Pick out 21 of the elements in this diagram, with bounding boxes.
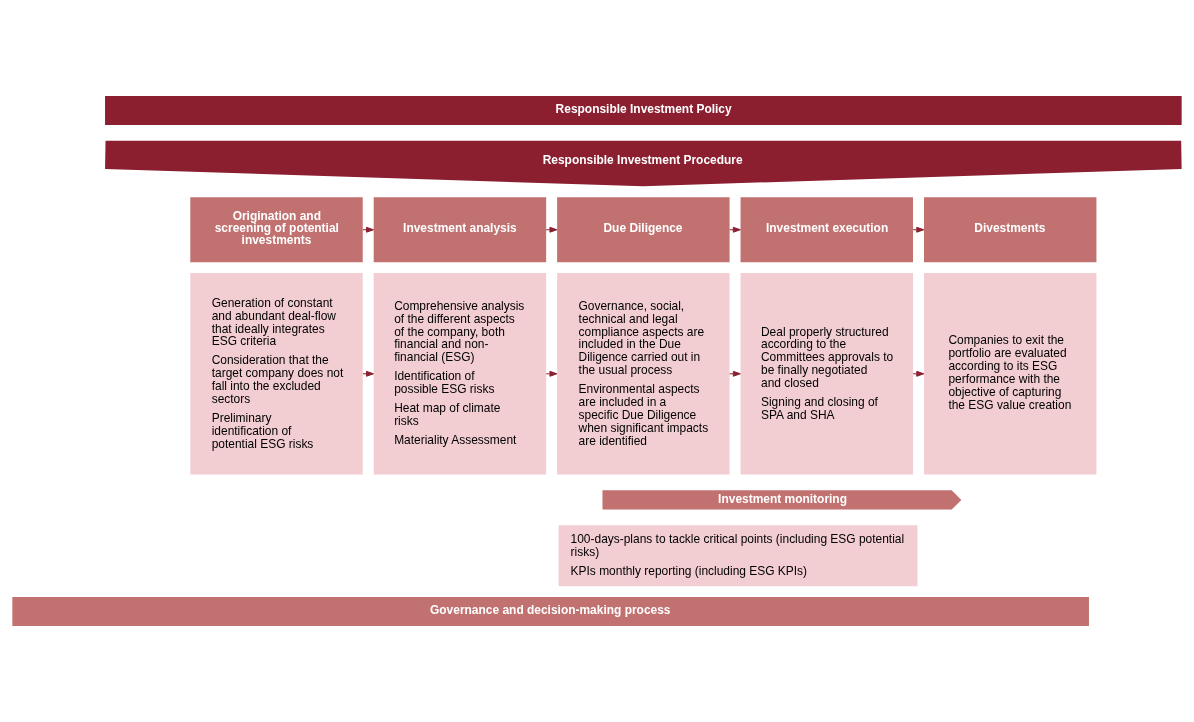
node-box: Generation of constant and abundant deal-flow that ideally integrates ESG criteria Consideration that the target company does not fall into the excluded sectors Preliminary identification of potential ESG risks: [190, 273, 363, 475]
node-box: Due Diligence: [557, 197, 730, 263]
node-box: Divestments: [923, 197, 1097, 263]
node-box: Deal properly structured according to the Committees approvals to be finally negotiated and closed Signing and closing of SPA and SHA: [740, 273, 913, 475]
node-box: Investment execution: [740, 197, 913, 263]
arrow: [545, 370, 558, 377]
arrow: [545, 226, 558, 233]
arrow: [912, 226, 925, 233]
arrow: [362, 370, 374, 377]
arrow: [729, 226, 741, 233]
arrow: [912, 370, 925, 377]
node-box: Origination and screening of potential investments: [190, 197, 363, 263]
node-box: Governance and decision-making process: [12, 597, 1089, 626]
node-box: 100-days-plans to tackle critical points (including ESG potential risks) KPIs monthly reporting (including ESG KPIs): [558, 525, 918, 587]
arrow: [362, 226, 374, 233]
node-box: Governance, social, technical and legal compliance aspects are included in the Due Diligence carried out in the usual process Environmental aspects are included in a specific Due Diligence when significant impacts are identified: [557, 273, 730, 475]
node-box: Responsible Investment Policy: [105, 96, 1182, 125]
node-box: Companies to exit the portfolio are evaluated according to its ESG performance with the objective of capturing the ESG value creation: [923, 273, 1097, 475]
node-box: Comprehensive analysis of the different aspects of the company, both financial and non-financial (ESG) Identification of possible ESG risks Heat map of climate risks Materiality Assessment: [373, 273, 547, 475]
arrow: [729, 370, 741, 377]
node-box: Investment analysis: [373, 197, 547, 263]
